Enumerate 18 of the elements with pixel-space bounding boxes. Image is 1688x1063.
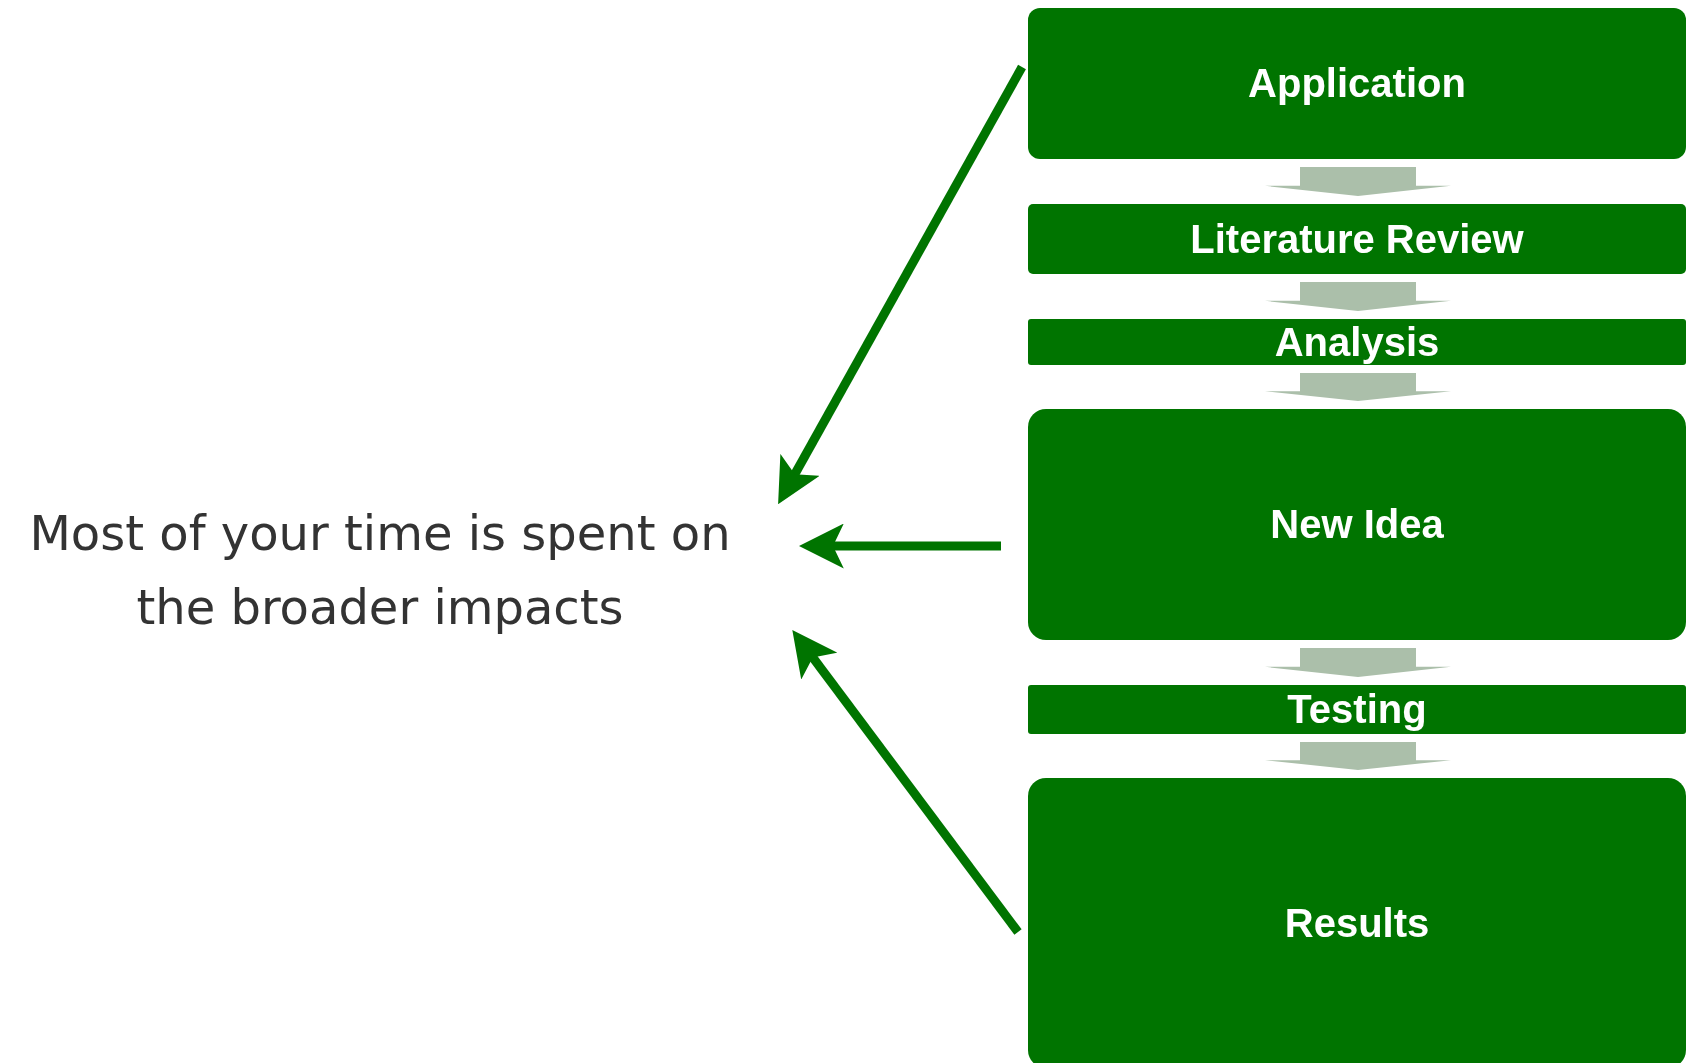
process-box [1028, 8, 1686, 159]
block-arrow [1265, 742, 1451, 770]
arrow [798, 523, 1001, 569]
process-box [1028, 204, 1686, 274]
process-box [1028, 319, 1686, 365]
box-label: Application [1248, 61, 1466, 106]
process-box [1028, 778, 1686, 1063]
arrow [792, 630, 1022, 935]
box-label: Testing [1287, 687, 1427, 732]
box-label: Literature Review [1190, 216, 1524, 262]
box-label: Analysis [1274, 319, 1440, 365]
process-box [1028, 409, 1686, 640]
box-label: Results [1284, 900, 1430, 946]
arrow [778, 64, 1026, 505]
block-arrow [1265, 373, 1451, 401]
box-label: New Idea [1270, 502, 1444, 547]
process-box [1028, 685, 1686, 734]
note-text: Most of your time is spent on the broader impacts [0, 480, 760, 660]
